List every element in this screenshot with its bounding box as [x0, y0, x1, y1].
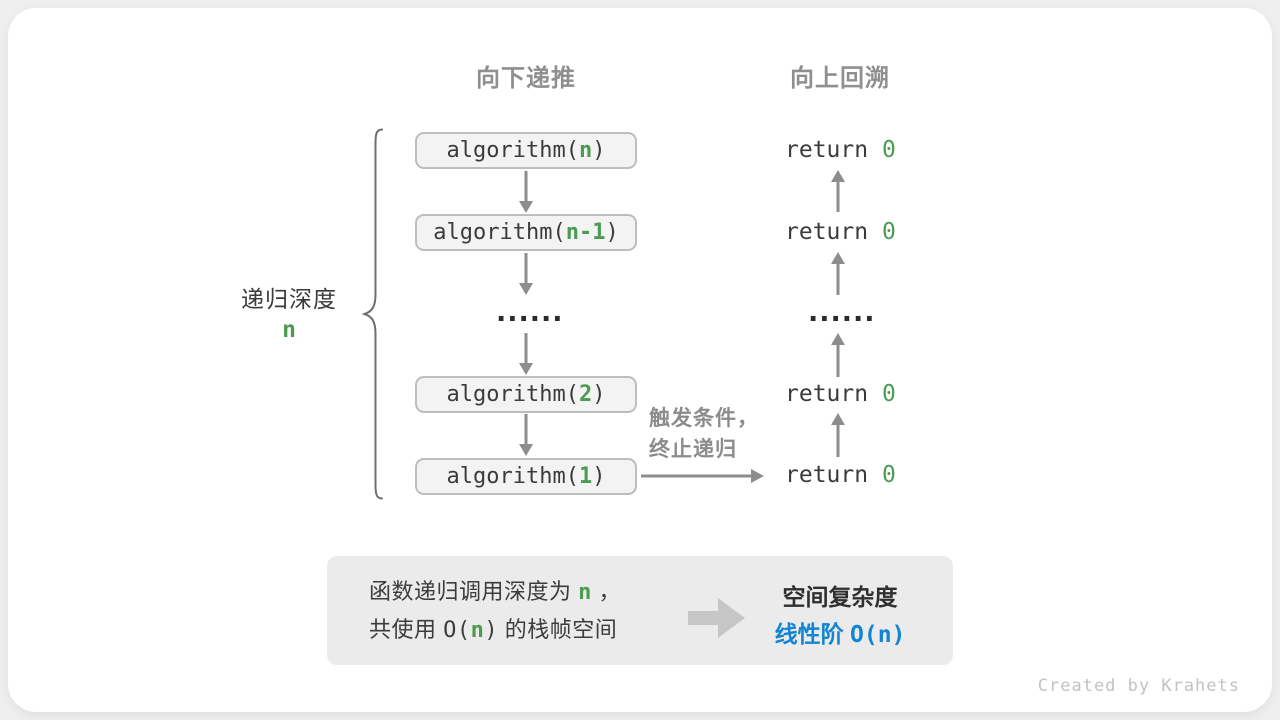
return-value: 0 — [881, 219, 896, 245]
termination-note: 触发条件， 终止递归 — [649, 403, 759, 465]
return-statement: return 0 — [785, 461, 896, 489]
arrow-terminate — [641, 469, 764, 483]
summary-text: 函数递归调用深度为 — [369, 579, 579, 604]
call-box-algorithm-1: algorithm(1) — [415, 458, 637, 495]
ellipsis-upward: ...... — [808, 297, 876, 328]
arrow-up-1 — [831, 170, 845, 212]
return-value: 0 — [881, 381, 896, 407]
arrow-down-2 — [519, 253, 533, 295]
arrow-down-4 — [519, 414, 533, 456]
code-text: return — [785, 219, 882, 245]
code-text: return — [785, 462, 882, 488]
code-arg: n-1 — [565, 220, 606, 245]
credit-watermark: Created by Krahets — [1037, 676, 1240, 696]
arrow-down-3 — [519, 333, 533, 375]
termination-note-line1: 触发条件， — [649, 407, 759, 430]
header-downward: 向下递推 — [476, 65, 576, 92]
code-arg: 1 — [578, 464, 593, 489]
space-complexity-title: 空间复杂度 — [782, 584, 898, 610]
summary-left-line1: 函数递归调用深度为 n ， — [369, 579, 621, 605]
code-text: algorithm( — [446, 382, 579, 407]
code-text: ) — [592, 464, 606, 489]
complexity-big-o: O(n) — [850, 622, 906, 648]
arrow-down-1 — [519, 171, 533, 213]
code-text: algorithm( — [446, 138, 579, 163]
call-box-algorithm-n-1: algorithm(n-1) — [415, 214, 637, 251]
code-text: ) — [605, 220, 619, 245]
code-text: algorithm( — [446, 464, 579, 489]
summary-text: 共使用 — [369, 617, 444, 642]
summary-text: O( — [443, 618, 471, 643]
arrow-implies — [688, 598, 745, 638]
code-text: ) — [592, 382, 606, 407]
summary-text: 的栈帧空间 — [498, 617, 618, 642]
arrow-up-3 — [831, 333, 845, 377]
complexity-order: 线性阶 — [774, 621, 850, 647]
summary-left-line2: 共使用 O(n) 的栈帧空间 — [369, 617, 617, 643]
code-text: return — [785, 137, 882, 163]
recursion-depth-label: 递归深度 — [241, 286, 337, 312]
recursion-depth-value: n — [282, 317, 296, 343]
code-text: return — [785, 381, 882, 407]
summary-var: n — [578, 580, 592, 605]
arrow-up-4 — [831, 413, 845, 457]
summary-text: ) — [484, 618, 499, 643]
ellipsis-downward: ...... — [496, 297, 564, 328]
header-upward: 向上回溯 — [790, 65, 890, 92]
return-value: 0 — [881, 462, 896, 488]
termination-note-line2: 终止递归 — [649, 438, 737, 461]
space-complexity-result: 线性阶 O(n) — [758, 615, 922, 649]
code-text: ) — [592, 138, 606, 163]
summary-text: ， — [591, 579, 621, 604]
return-statement: return 0 — [785, 218, 896, 246]
call-box-algorithm-2: algorithm(2) — [415, 376, 637, 413]
arrow-up-2 — [831, 252, 845, 295]
return-statement: return 0 — [785, 136, 896, 164]
code-arg: n — [578, 138, 593, 163]
return-value: 0 — [881, 137, 896, 163]
recursion-depth-brace — [362, 128, 383, 500]
code-text: algorithm( — [433, 220, 566, 245]
return-statement: return 0 — [785, 380, 896, 408]
code-arg: 2 — [578, 382, 593, 407]
call-box-algorithm-n: algorithm(n) — [415, 132, 637, 169]
summary-panel — [327, 556, 953, 665]
summary-var: n — [470, 618, 485, 643]
